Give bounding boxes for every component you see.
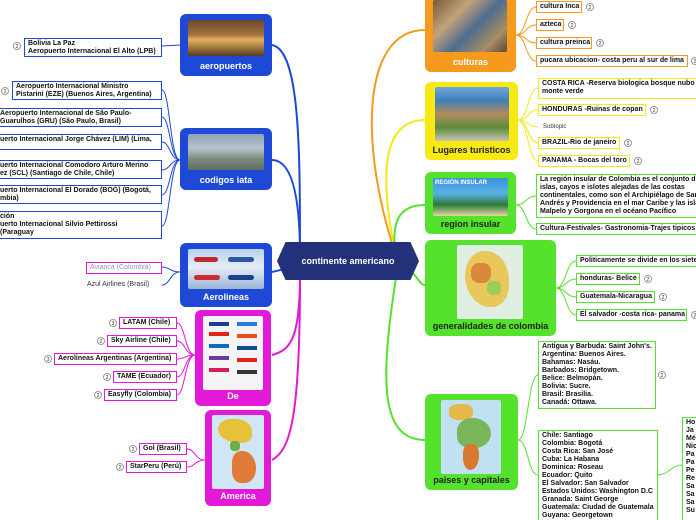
count-badge: 2 <box>103 373 111 381</box>
leaf-lim-airport[interactable]: uerto Internacional Jorge Chávez (LIM) (… <box>0 134 162 150</box>
leaf-panama-bocas[interactable]: PANAMA - Bocas del toro <box>538 155 630 167</box>
leaf-brazil-rio[interactable]: BRAZIL-Rio de janeiro <box>538 137 620 149</box>
count-badge: 2 <box>644 275 652 283</box>
leaf-latam[interactable]: LATAM (Chile) <box>119 317 177 329</box>
count-badge: 3 <box>109 319 117 327</box>
node-label: region insular <box>440 219 501 229</box>
node-label: culturas <box>452 57 488 67</box>
leaf-cultura-inca[interactable]: cultura Inca <box>536 1 582 13</box>
node-codigos-iata[interactable]: codigos iata <box>180 128 272 190</box>
count-badge: 2 <box>659 293 667 301</box>
node-label: aeropuertos <box>199 61 252 71</box>
node-generalidades-colombia[interactable]: generalidades de colombia <box>425 240 556 336</box>
airplanes-photo <box>188 249 264 289</box>
node-label: codigos iata <box>199 175 253 185</box>
airport-terminal-photo <box>188 20 264 56</box>
leaf-el-salvador-costa-rica[interactable]: El salvador -costa rica- panama <box>576 309 687 321</box>
leaf-pucara[interactable]: pucara ubicacion- costa peru al sur de l… <box>536 55 688 67</box>
cultures-collage-image <box>433 0 507 52</box>
america-map-image <box>212 415 264 489</box>
count-badge: 2 <box>691 311 696 319</box>
node-paises-capitales[interactable]: paises y capitales <box>425 394 518 490</box>
node-de[interactable]: De <box>195 310 271 406</box>
tourist-places-collage <box>435 87 509 141</box>
node-label: Aerolineas <box>202 292 250 302</box>
south-america-map-image <box>441 400 501 474</box>
leaf-scl-airport[interactable]: uerto Internacional Comodoro Arturo Meri… <box>0 160 162 179</box>
count-badge: 2 <box>1 87 9 95</box>
leaf-region-insular-description[interactable]: La región insular de Colombia es el conj… <box>536 174 696 218</box>
count-badge: 2 <box>691 57 696 65</box>
leaf-capitales-3[interactable]: Ho Ja Mé Nic Pa Pa Pe Re Sa Sa Sa Su <box>682 417 696 520</box>
leaf-starperu[interactable]: StarPeru (Perú) <box>126 461 187 473</box>
node-aerolineas[interactable]: Aerolineas <box>180 243 272 307</box>
count-badge: 2 <box>94 391 102 399</box>
airport-aerial-photo <box>188 134 264 170</box>
node-label: Lugares turisticos <box>432 145 511 155</box>
leaf-capitales-1[interactable]: Antigua y Barbuda: Saint John's. Argenti… <box>538 341 656 409</box>
leaf-azul[interactable]: Azul Airlines (Brasil) <box>87 281 150 288</box>
region-insular-photo: REGIÓN INSULAR <box>433 178 508 216</box>
leaf-azteca[interactable]: azteca <box>536 19 564 31</box>
leaf-aerolineas-argentinas[interactable]: Aerolineas Argentinas (Argentina) <box>54 353 177 365</box>
node-region-insular[interactable]: REGIÓN INSULAR region insular <box>425 172 516 234</box>
leaf-capitales-2[interactable]: Chile: Santiago Colombia: Bogotá Costa R… <box>538 430 658 520</box>
airline-logos-image <box>203 316 263 390</box>
leaf-honduras-belice[interactable]: honduras- Belice <box>576 273 640 285</box>
count-badge: 2 <box>650 106 658 114</box>
central-topic[interactable]: continente americano <box>277 242 419 280</box>
leaf-division-politica[interactable]: Politicamente se divide en los siete <box>576 255 696 267</box>
leaf-guatemala-nicaragua[interactable]: Guatemala-Nicaragua <box>576 291 655 303</box>
leaf-paraguay-airport[interactable]: ción uerto Internacional Silvio Pettiros… <box>0 211 162 239</box>
leaf-easyfly[interactable]: Easyfly (Colombia) <box>104 389 177 401</box>
leaf-cultura-preinca[interactable]: cultura preinca <box>536 37 592 49</box>
count-badge: 2 <box>116 463 124 471</box>
leaf-gru-airport[interactable]: Aeropuerto Internacional de São Paulo- G… <box>0 108 162 127</box>
node-aeropuertos[interactable]: aeropuertos <box>180 14 272 76</box>
leaf-honduras-copan[interactable]: HONDURAS -Ruinas de copan <box>538 104 646 116</box>
node-label: America <box>220 491 256 501</box>
node-label: paises y capitales <box>433 475 510 485</box>
node-lugares-turisticos[interactable]: Lugares turisticos <box>425 82 518 160</box>
node-label: De <box>227 391 239 401</box>
leaf-eze-airport[interactable]: Aeropuerto Internacional Ministro Pistar… <box>12 81 162 100</box>
node-label: generalidades de colombia <box>432 321 549 331</box>
count-badge: 2 <box>596 39 604 47</box>
count-badge: 2 <box>97 337 105 345</box>
count-badge: 2 <box>129 445 137 453</box>
colombia-map-image <box>457 245 523 319</box>
leaf-bolivia-airport[interactable]: Bolivia La Paz Aeropuerto Internacional … <box>24 38 162 57</box>
count-badge: 2 <box>13 42 21 50</box>
leaf-tame[interactable]: TAME (Ecuador) <box>113 371 177 383</box>
leaf-bog-airport[interactable]: uerto Internacional El Dorado (BOG) (Bog… <box>0 185 162 204</box>
node-culturas[interactable]: culturas <box>425 0 516 72</box>
count-badge: 3 <box>44 355 52 363</box>
count-badge: 2 <box>586 3 594 11</box>
count-badge: 2 <box>634 157 642 165</box>
leaf-subtopic[interactable]: Subtopic <box>543 124 567 130</box>
leaf-gol[interactable]: Gol (Brasil) <box>139 443 187 455</box>
count-badge: 2 <box>624 139 632 147</box>
node-america[interactable]: America <box>205 410 271 506</box>
count-badge: 2 <box>568 21 576 29</box>
photo-caption: REGIÓN INSULAR <box>435 180 488 186</box>
leaf-cultura-festivales[interactable]: Cultura-Festivales- Gastronomia-Trajes t… <box>536 223 696 235</box>
leaf-costa-rica[interactable]: COSTA RICA -Reserva biologica bosque nub… <box>538 78 696 99</box>
leaf-sky-airline[interactable]: Sky Airline (Chile) <box>107 335 177 347</box>
count-badge: 2 <box>658 371 666 379</box>
leaf-avianca[interactable]: Avianca (Colombia) <box>86 262 162 274</box>
